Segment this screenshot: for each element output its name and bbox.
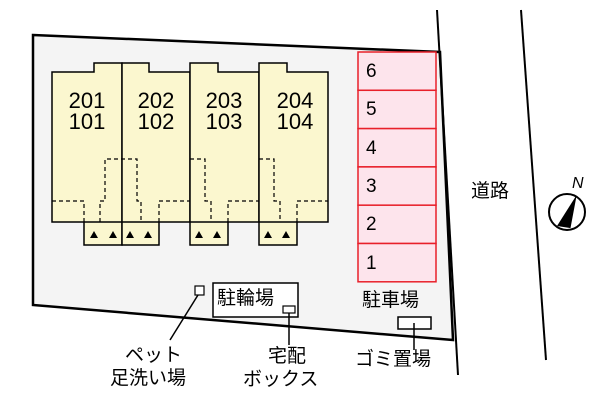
road-edge-right (520, 9, 547, 361)
pet-footwash-label: 足洗い場 (110, 367, 187, 389)
garbage-label: ゴミ置場 (355, 348, 432, 370)
parking-slot-number: 5 (366, 99, 377, 120)
delivery-box-label: ボックス (243, 368, 319, 390)
parking-label: 駐車場 (362, 289, 420, 311)
parking-lot (357, 51, 437, 283)
compass-north-label: N (572, 175, 584, 192)
building (51, 62, 329, 246)
parking-slot-number: 3 (366, 176, 377, 197)
compass-icon (548, 193, 586, 231)
delivery-box-marker (282, 305, 296, 314)
parking-slot-number: 1 (366, 253, 377, 274)
bicycle-parking-label: 駐輪場 (217, 287, 275, 309)
parking-slot-number: 2 (366, 214, 377, 235)
road-edge-left (436, 9, 459, 376)
delivery-box-label: 宅配 (268, 345, 307, 367)
entrance-markers (90, 231, 290, 238)
pet-leader (169, 294, 199, 341)
road-label: 道路 (471, 180, 510, 202)
pet-footwash-label: ペット (125, 344, 183, 366)
building-dashed-lines (52, 158, 328, 222)
parking-slot-number: 6 (366, 61, 377, 82)
pet-footwash-marker (194, 285, 205, 296)
parking-slot-number: 4 (366, 138, 377, 159)
